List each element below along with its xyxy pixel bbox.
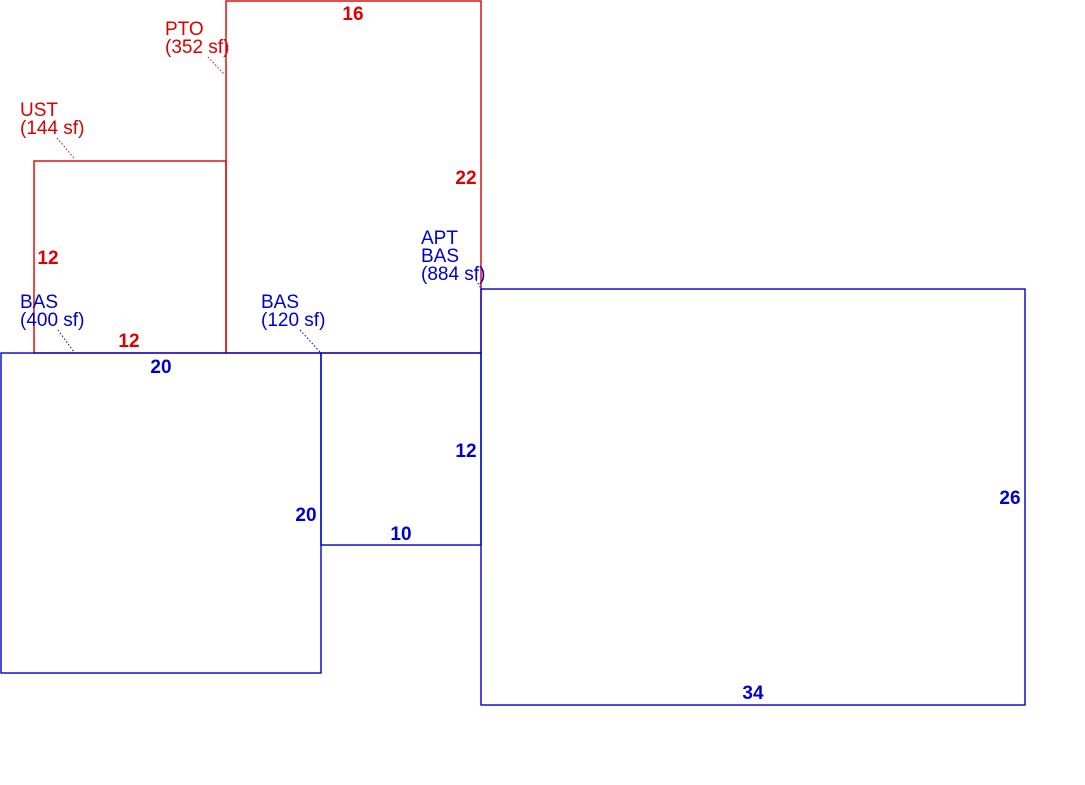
bas-left-outline [0,352,322,674]
pto-area-label: (352 sf) [165,37,229,58]
ust-leader-line [56,137,75,159]
bas-mid-leader-line [299,329,321,353]
apt-bottom-dimension: 34 [742,683,764,704]
ust-bottom-dimension: 12 [118,331,139,352]
bas-mid-left-dimension: 12 [455,441,476,462]
pto-top-dimension: 16 [342,4,363,25]
apt-bas-code-label: BAS [421,246,459,267]
apt-right-dimension: 26 [999,488,1020,509]
pto-code-label: PTO [165,19,204,40]
ust-code-label: UST [20,100,58,121]
bas-left-code-label: BAS [20,292,58,313]
apt-bas-outline [480,288,1026,706]
pto-right-dimension: 22 [455,168,476,189]
ust-left-dimension: 12 [37,248,58,269]
bas-left-leader-line [57,329,75,353]
bas-left-top-dimension: 20 [150,357,171,378]
bas-left-right-dimension: 20 [295,505,316,526]
apt-code-label: APT [421,228,458,249]
bas-mid-code-label: BAS [261,292,299,313]
pto-leader-line [207,56,225,75]
bas-mid-area-label: (120 sf) [261,310,325,331]
bas-mid-bottom-dimension: 10 [390,524,411,545]
ust-area-label: (144 sf) [20,118,84,139]
apt-bas-area-label: (884 sf) [421,264,485,285]
bas-left-area-label: (400 sf) [20,310,84,331]
